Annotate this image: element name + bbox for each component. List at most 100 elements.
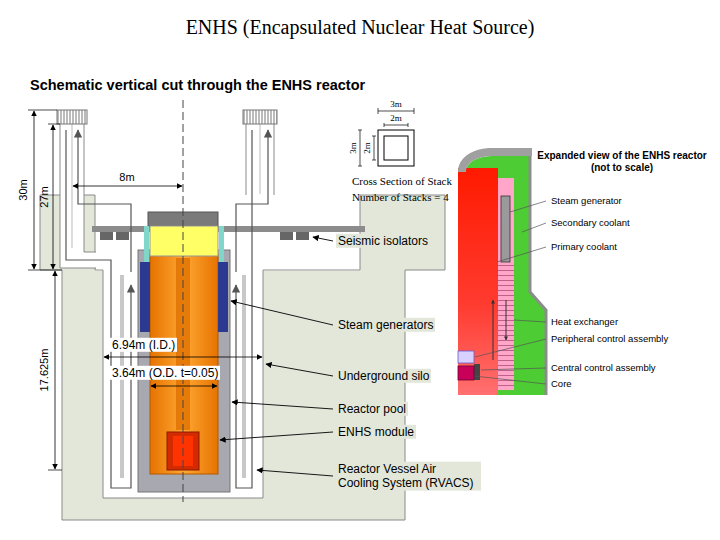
stack-cap — [57, 110, 87, 124]
dimension-line — [55, 271, 56, 469]
flow-arrow — [493, 300, 494, 360]
enhs-module — [150, 254, 218, 474]
air-baffle — [242, 275, 246, 478]
dimension-line — [53, 125, 54, 269]
dimension-tick — [372, 160, 376, 161]
air-flow-arrow — [236, 130, 252, 488]
page-title: ENHS (Encapsulated Nuclear Heat Source) — [0, 16, 720, 39]
callout-label: Heat exchanger — [549, 316, 620, 327]
extension-line — [28, 110, 57, 111]
dimension-line — [374, 136, 375, 160]
callout-arrow — [231, 301, 333, 325]
dimension-line — [73, 186, 182, 187]
callout-arrow — [220, 432, 333, 440]
leader-line — [474, 376, 546, 384]
stack-divider — [260, 124, 261, 194]
callout-arrow — [266, 364, 333, 376]
section-heading: Schematic vertical cut through the ENHS … — [30, 77, 365, 94]
dimension-label: 3m — [390, 99, 402, 110]
dimension-tick — [358, 166, 362, 167]
seismic-isolator — [280, 232, 293, 240]
dimension-label: 8m — [119, 171, 134, 184]
vessel-wall — [530, 156, 546, 395]
leader-line — [510, 201, 546, 212]
heat-exchanger — [498, 262, 514, 387]
extension-line — [28, 270, 62, 271]
silo-outline — [95, 195, 360, 498]
seismic-isolator — [100, 232, 113, 240]
callout-label: Central control assembly — [549, 362, 658, 373]
callout-label: Primary coolant — [549, 241, 619, 252]
callout-label: Secondary coolant — [549, 217, 632, 228]
stack-cap — [243, 110, 277, 124]
center-line — [183, 100, 184, 502]
air-stack-outline — [246, 124, 274, 195]
dimension-label: 3m — [348, 142, 359, 154]
steam-generator — [501, 196, 510, 262]
stack-section-outer — [378, 130, 414, 166]
inset-caption: Number of Stacks = 4 — [352, 191, 449, 204]
dimension-label: 2m — [390, 113, 402, 124]
callout-arrow — [257, 470, 333, 476]
downcomer-region — [498, 178, 514, 390]
dimension-line — [104, 357, 262, 358]
leader-line — [497, 247, 546, 262]
callout-label: Peripheral control assembly — [549, 333, 670, 344]
leader-line — [514, 320, 546, 322]
dimension-line — [360, 130, 361, 166]
dimension-tick — [358, 130, 362, 131]
dimension-tick — [414, 108, 415, 114]
secondary-coolant-region — [458, 156, 546, 395]
seismic-isolator — [296, 232, 309, 240]
support-platform — [92, 226, 365, 232]
dimension-tick — [372, 136, 376, 137]
guide-column — [144, 226, 149, 264]
steam-generator — [218, 262, 228, 332]
dimension-tick — [384, 123, 385, 127]
primary-coolant-region — [458, 168, 498, 395]
callout-label: Steam generators — [336, 318, 435, 332]
guide-column — [219, 226, 224, 264]
dimension-tick — [378, 108, 379, 114]
callout-label: Underground silo — [336, 369, 431, 383]
dimension-tick — [408, 123, 409, 127]
dimension-line — [34, 111, 35, 269]
dimension-line — [384, 125, 408, 126]
extension-line — [48, 124, 60, 125]
dimension-label: 2m — [362, 142, 373, 154]
air-flow-arrow — [236, 130, 268, 272]
callout-arrow — [232, 402, 333, 409]
stack-divider — [72, 124, 73, 248]
air-stack — [246, 124, 274, 196]
inset-heading: Expanded view of the ENHS reactor (not t… — [532, 150, 712, 174]
callout-arrow — [313, 237, 333, 241]
callout-label: Reactor pool — [336, 402, 408, 416]
callout-label: Reactor Vessel Air Cooling System (RVACS… — [336, 462, 481, 491]
extension-line — [48, 470, 62, 471]
vessel-shell — [458, 148, 532, 172]
flow-arrow — [506, 300, 507, 340]
module-head — [150, 226, 218, 256]
dimension-line — [151, 386, 217, 387]
peripheral-control-assembly — [458, 351, 474, 363]
callout-label: Steam generator — [549, 195, 624, 206]
dimension-label: 17.625m — [38, 349, 51, 392]
dimension-line — [378, 111, 414, 112]
air-flow-arrow — [78, 130, 131, 272]
air-flow-arrow — [66, 130, 131, 488]
steam-generator — [140, 262, 150, 332]
callout-label: Core — [549, 378, 574, 389]
dimension-label: 6.94m (I.D.) — [110, 338, 177, 352]
leader-line — [475, 339, 546, 357]
leader-line — [522, 223, 546, 232]
central-control-assembly — [474, 364, 480, 380]
dimension-label: 3.64m (O.D. t=0.05) — [110, 366, 220, 380]
dimension-label: 27m — [38, 186, 51, 207]
inset-caption: Cross Section of Stack — [352, 175, 452, 188]
stack-section-inner — [384, 136, 408, 160]
dimension-label: 30m — [17, 179, 30, 200]
callout-label: ENHS module — [336, 425, 416, 439]
callout-label: Seismic isolators — [336, 234, 430, 248]
seismic-isolator — [116, 232, 129, 240]
